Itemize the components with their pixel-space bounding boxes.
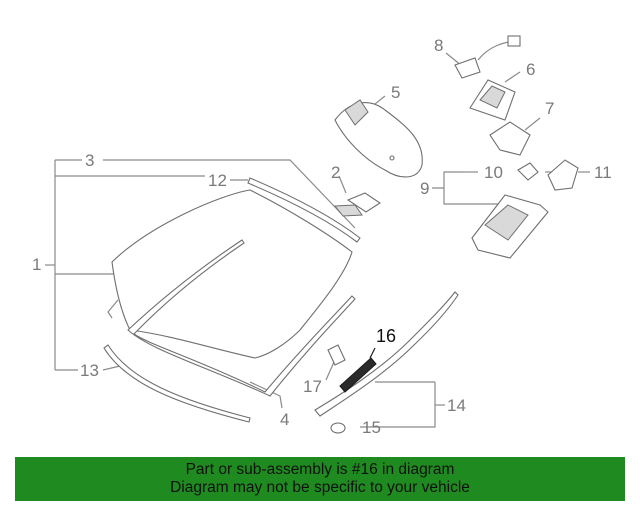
callout-5: 5 — [391, 83, 400, 102]
sensor-cover — [469, 79, 516, 121]
sensor-mount — [489, 121, 531, 156]
callout-10: 10 — [484, 163, 503, 182]
callout-12: 12 — [208, 171, 227, 190]
cover-clip — [517, 162, 539, 181]
highlighted-part-16 — [339, 347, 377, 393]
callout-7: 7 — [545, 99, 554, 118]
callout-4: 4 — [280, 410, 289, 429]
cover-housing — [471, 194, 549, 259]
screw — [330, 422, 346, 434]
callout-6: 6 — [526, 60, 535, 79]
callout-13: 13 — [80, 361, 99, 380]
callout-8: 8 — [434, 36, 443, 55]
callout-14: 14 — [447, 396, 466, 415]
banner-line-1: Part or sub-assembly is #16 in diagram — [185, 461, 455, 478]
mirror-bracket — [333, 192, 382, 217]
rearview-mirror — [334, 99, 423, 178]
mounting-bracket — [547, 159, 579, 191]
top-molding — [247, 177, 361, 243]
callout-2: 2 — [331, 163, 340, 182]
callout-labels: 1 2 3 4 5 6 7 8 9 10 11 12 13 14 15 16 1… — [32, 36, 612, 437]
sensor-harness — [454, 35, 521, 79]
callout-3: 3 — [85, 151, 94, 170]
pillar-trim — [314, 291, 459, 417]
info-banner: Part or sub-assembly is #16 in diagram D… — [15, 457, 625, 501]
parts-diagram: 1 2 3 4 5 6 7 8 9 10 11 12 13 14 15 16 1… — [32, 35, 612, 437]
callout-16: 16 — [376, 326, 396, 346]
pillar-clip — [327, 344, 346, 366]
banner-line-2: Diagram may not be specific to your vehi… — [170, 479, 470, 496]
lower-molding — [103, 344, 251, 423]
windshield-dam — [127, 239, 356, 397]
callout-9: 9 — [420, 179, 429, 198]
callout-17: 17 — [303, 377, 322, 396]
callout-15: 15 — [362, 418, 381, 437]
callout-1: 1 — [32, 255, 41, 274]
callout-11: 11 — [594, 163, 612, 182]
